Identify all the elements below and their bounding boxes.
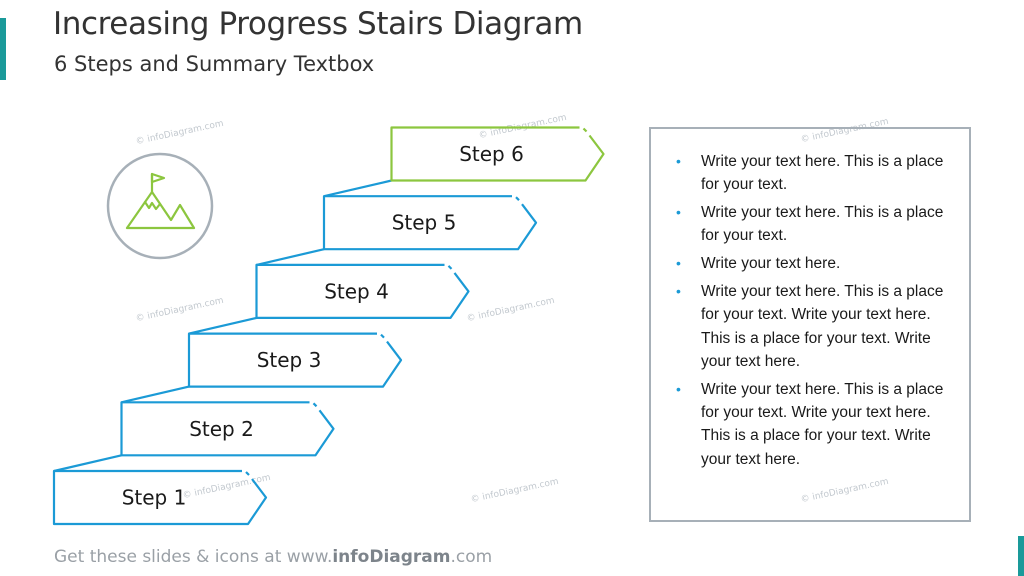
mountain-icon-badge [106,152,214,260]
footer-link[interactable]: Get these slides & icons at www.infoDiag… [54,547,493,567]
step-label: Step 4 [324,279,389,303]
step-arrow-tick [380,333,385,339]
step-label: Step 1 [122,486,187,510]
step-arrow-shape [322,195,538,251]
step-arrow-tick [312,402,318,408]
step-arrow-tick [582,127,588,133]
mountain-flag-icon [125,172,196,230]
icon-circle [106,152,214,260]
page-title: Increasing Progress Stairs Diagram [53,6,583,42]
page-subtitle: 6 Steps and Summary Textbox [54,52,375,76]
step-arrow-shape [390,126,605,182]
summary-item: •Write your text here. This is a place f… [676,150,951,197]
step-arrow-tick [245,471,250,476]
bullet-icon: • [676,282,681,299]
step-arrow-tick [447,265,453,270]
step-4: Step 4 [255,248,470,319]
step-arrow-shape [187,332,403,388]
summary-list: •Write your text here. This is a place f… [676,150,951,475]
step-label: Step 2 [189,417,254,441]
step-label: Step 6 [459,142,524,166]
bullet-icon: • [676,255,681,272]
summary-item: •Write your text here. This is a place f… [676,280,951,373]
summary-textbox [649,127,971,522]
step-arrow-shape [120,401,335,457]
step-arrow-tick [515,196,520,201]
summary-item: •Write your text here. This is a place f… [676,201,951,248]
step-2: Step 2 [120,385,335,457]
step-5: Step 5 [322,179,538,251]
step-label: Step 3 [257,348,322,372]
bullet-icon: • [676,204,681,221]
step-connector [53,454,122,473]
bullet-icon: • [676,380,681,397]
summary-item: •Write your text here. [676,252,951,275]
step-connector [121,385,190,404]
step-arrow-shape [255,263,470,319]
step-6: Step 6 [390,126,605,182]
step-connector [256,248,325,266]
step-arrow-shape [52,469,268,526]
summary-item: •Write your text here. This is a place f… [676,378,951,471]
step-connector [323,179,392,198]
step-1: Step 1 [52,454,268,526]
step-3: Step 3 [187,316,403,388]
step-connector [188,316,257,335]
right-accent-bar [1018,536,1024,576]
step-label: Step 5 [392,211,457,235]
bullet-icon: • [676,153,681,169]
left-accent-bar [0,18,6,80]
